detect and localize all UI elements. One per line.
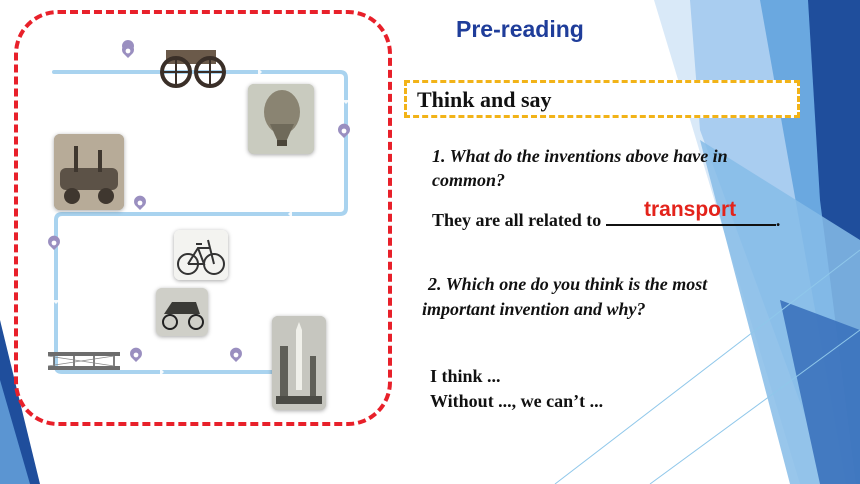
pin-icon: [134, 195, 146, 210]
pin-icon-group: [48, 40, 350, 362]
pin-icon: [130, 347, 142, 362]
answer-1-fill: transport: [644, 198, 737, 221]
steam-engine-image: [54, 134, 124, 210]
biplane-image: [44, 346, 126, 378]
inventions-frame: [14, 10, 392, 426]
answer-1-prefix: They are all related to: [432, 210, 602, 230]
pin-icon: [122, 40, 135, 58]
answer-1-line: They are all related to .: [432, 208, 780, 232]
rocket-image: [272, 316, 326, 410]
question-2-line-1: 2. Which one do you think is the most: [428, 274, 708, 294]
page-title: Pre-reading: [456, 16, 584, 42]
section-label-box: Think and say: [404, 80, 800, 118]
prompt-line-1: I think ...: [430, 366, 501, 386]
horse-cart-image: [156, 42, 230, 90]
hot-air-balloon-image: [248, 84, 314, 154]
question-2-line-2: important invention and why?: [422, 299, 646, 319]
question-1-line-1: 1. What do the inventions above have in: [432, 146, 728, 166]
pin-icon: [338, 123, 350, 138]
question-1-line-2: common?: [432, 170, 506, 190]
answer-blank: [605, 210, 776, 226]
early-car-image: [156, 288, 208, 336]
pin-icon: [230, 347, 242, 362]
prompt-line-2: Without ..., we can’t ...: [430, 391, 604, 411]
section-label: Think and say: [417, 87, 552, 112]
answer-1-suffix: .: [775, 210, 781, 230]
bicycle-image: [174, 230, 228, 280]
pin-icon: [48, 235, 60, 250]
